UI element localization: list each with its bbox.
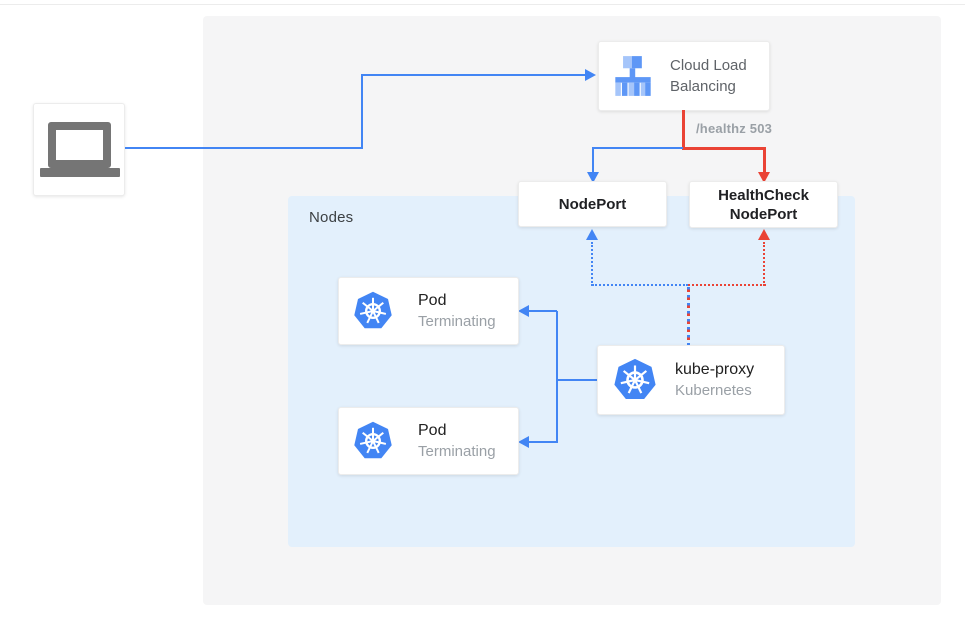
top-divider <box>0 4 965 5</box>
line-to-pod-1 <box>528 310 557 312</box>
arrow-into-healthcheck-nodeport <box>758 172 770 183</box>
nodeport-label: NodePort <box>558 195 627 213</box>
healthz-line-horizontal <box>683 147 766 150</box>
pod-box-1: Pod Terminating <box>338 277 519 345</box>
client-to-lb-line <box>361 74 585 76</box>
line-to-pod-2 <box>528 441 557 443</box>
proxy-dotted-mixed-vertical <box>687 287 690 345</box>
pod-2-title: Pod <box>418 422 447 439</box>
arrow-into-load-balancer <box>585 69 596 81</box>
kube-proxy-title: kube-proxy <box>675 361 755 378</box>
healthcheck-nodeport-line2: NodePort <box>729 205 798 223</box>
proxy-dotted-red-horizontal <box>688 284 766 286</box>
healthcheck-nodeport-box: HealthCheck NodePort <box>689 181 838 228</box>
pod-box-2: Pod Terminating <box>338 407 519 475</box>
kubernetes-icon <box>614 358 656 400</box>
proxy-to-pods-vertical <box>556 311 558 443</box>
cloud-lb-title: Cloud Load Balancing <box>670 55 747 97</box>
pod-1-title: Pod <box>418 292 447 309</box>
nodes-label: Nodes <box>309 209 354 226</box>
nodeport-box: NodePort <box>518 181 667 227</box>
pod-1-status: Terminating <box>418 313 496 330</box>
arrow-into-pod-2 <box>518 436 529 448</box>
kube-proxy-subtitle: Kubernetes <box>675 382 752 399</box>
laptop-base <box>40 168 120 177</box>
cloud-lb-title-line2: Balancing <box>670 78 736 95</box>
proxy-to-pods-stub <box>557 379 597 381</box>
healthcheck-nodeport-line1: HealthCheck <box>718 186 809 204</box>
arrow-into-nodeport <box>587 172 599 183</box>
kubernetes-icon <box>354 291 392 329</box>
arrow-proxy-to-healthcheck-nodeport <box>758 229 770 240</box>
kube-proxy-box: kube-proxy Kubernetes <box>597 345 785 415</box>
lb-to-nodeport-line-vertical <box>592 147 594 175</box>
proxy-dotted-blue-vertical <box>591 242 593 286</box>
client-line-vertical <box>361 74 363 149</box>
arrow-proxy-to-nodeport <box>586 229 598 240</box>
arrow-into-pod-1 <box>518 305 529 317</box>
lb-to-nodeport-line-horizontal <box>593 147 683 149</box>
client-box <box>33 103 125 196</box>
lb-healthz-line-vertical <box>682 110 685 150</box>
cloud-load-balancing-box: Cloud Load Balancing <box>598 41 770 111</box>
proxy-dotted-blue-horizontal <box>592 284 688 286</box>
laptop-screen <box>48 122 111 168</box>
load-balancer-icon <box>615 56 651 96</box>
pod-2-status: Terminating <box>418 443 496 460</box>
cloud-lb-title-line1: Cloud Load <box>670 57 747 74</box>
healthz-status-label: /healthz 503 <box>696 121 773 136</box>
proxy-dotted-red-vertical <box>763 242 765 286</box>
healthz-line-vertical <box>763 147 766 175</box>
kubernetes-icon <box>354 421 392 459</box>
client-line-horizontal <box>125 147 362 149</box>
